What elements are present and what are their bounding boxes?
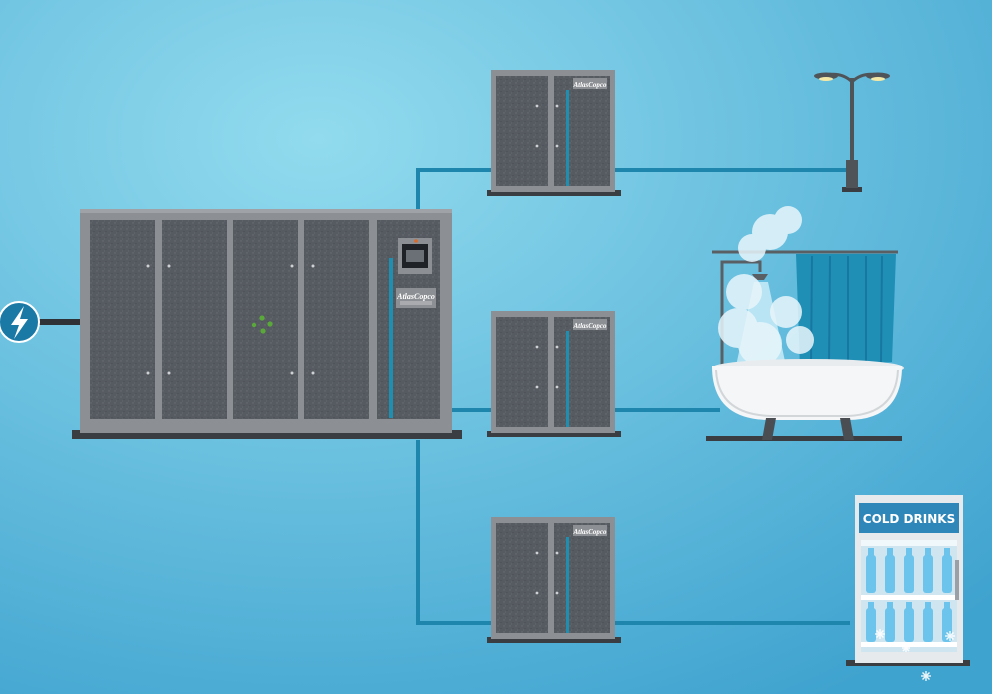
power-source (0, 301, 84, 343)
small-unit-brand: AtlasCopco (572, 528, 607, 536)
steam-cloud (718, 206, 814, 366)
fridge-header (859, 503, 959, 533)
main-panel-3 (233, 220, 298, 419)
main-panel-2 (162, 220, 227, 419)
small-compressor-unit-top: AtlasCopco (487, 70, 621, 196)
main-status-light (414, 239, 418, 243)
pipe-network (416, 168, 850, 625)
frost-snowflakes (875, 629, 955, 681)
street-lamp-icon (814, 72, 890, 192)
fridge-shelf-upper (861, 548, 957, 600)
tub-body (712, 359, 904, 440)
main-accent-stripe (389, 258, 393, 418)
fridge-sign-label: COLD DRINKS (863, 512, 955, 526)
lightning-bolt-icon (0, 301, 40, 343)
drinks-fridge-icon: COLD DRINKS (846, 495, 970, 681)
small-unit-brand: AtlasCopco (572, 322, 607, 330)
main-unit-brand: AtlasCopco (396, 292, 435, 301)
recycle-icon (251, 315, 273, 334)
bathtub-shower-icon (706, 206, 904, 441)
main-panel-1 (90, 220, 155, 419)
shower-curtain (796, 254, 896, 368)
small-compressor-unit-middle: AtlasCopco (487, 311, 621, 437)
small-compressor-unit-bottom: AtlasCopco (487, 517, 621, 643)
main-compressor-unit: AtlasCopco (72, 209, 462, 439)
main-panel-4 (304, 220, 369, 419)
small-unit-brand: AtlasCopco (572, 81, 607, 89)
